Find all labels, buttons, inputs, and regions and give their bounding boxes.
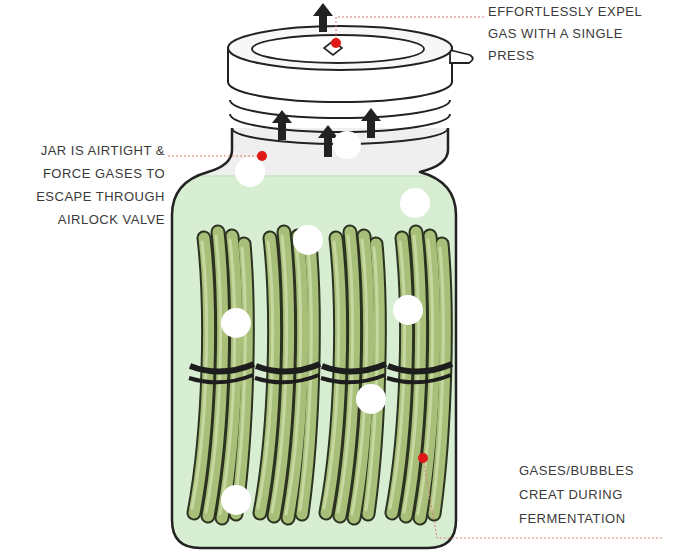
jar-outline [172,128,456,548]
gas-bubble [221,308,251,338]
bean-bundle [321,232,386,518]
gas-bubble [293,225,323,255]
callout-dot [331,38,341,48]
gas-arrow [361,108,381,138]
gas-bubble [221,485,251,515]
lid-tab [450,50,473,63]
gas-bubble [235,157,265,187]
bean-bundle [387,232,452,518]
liquid-surface [172,175,456,177]
gas-bubble [393,295,423,325]
callout-text: GASES/BUBBLES CREAT DURING FERMENTATION [519,459,669,531]
brine-liquid [160,176,470,551]
gas-bubble [333,131,361,159]
callout-text: JAR IS AIRTIGHT & FORCE GASES TO ESCAPE … [25,139,165,231]
gas-arrow [272,110,292,140]
callout-dot [418,453,428,463]
gas-bubble [400,188,430,218]
lid-inner-ring [252,35,424,63]
callout-dot [257,151,267,161]
bean-bundle [189,232,254,518]
lid-top [228,26,452,70]
leader-line [166,156,262,157]
bean-bundle [255,232,320,518]
gas-bubble [356,384,386,414]
gas-arrow [313,3,333,32]
callout-text: EFFORTLESSLY EXPEL GAS WITH A SINGLE PRE… [488,1,660,67]
thread-ring [230,114,450,132]
leader-line [336,17,486,43]
